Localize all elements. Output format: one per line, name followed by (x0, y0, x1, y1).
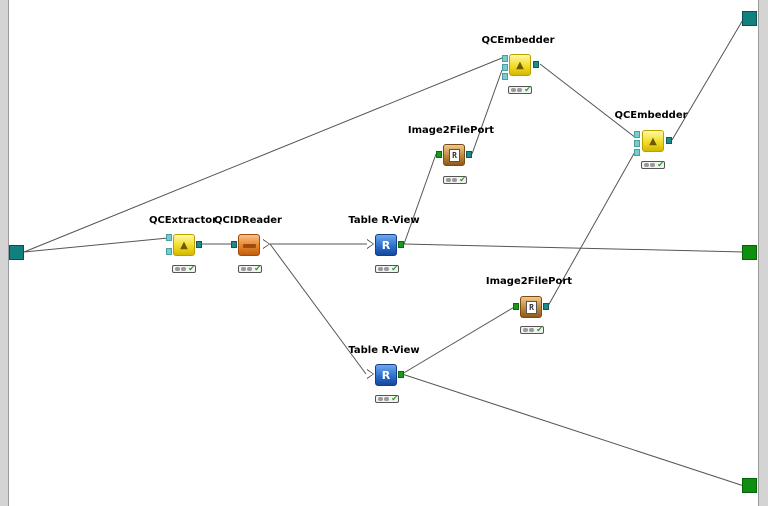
wire (539, 63, 637, 139)
triangle-warning-icon: ▲ (516, 59, 524, 71)
node-status-indicator: ✔ (375, 394, 399, 403)
output-port[interactable] (196, 241, 202, 248)
node-status-indicator: ✔ (443, 175, 467, 184)
node-label-qcembedder: QCEmbedder (481, 35, 555, 46)
workflow-output-port-bottom[interactable] (742, 478, 757, 493)
node-label-table-rview: Table R-View (348, 345, 420, 356)
node-image2fileport[interactable]: R (443, 144, 465, 166)
input-port[interactable] (634, 140, 640, 147)
node-image2fileport[interactable]: R (520, 296, 542, 318)
input-port[interactable] (166, 248, 172, 255)
check-icon: ✔ (391, 394, 398, 403)
input-port[interactable] (634, 131, 640, 138)
output-port[interactable] (666, 137, 672, 144)
node-status-indicator: ✔ (641, 160, 665, 169)
output-port[interactable] (466, 151, 472, 158)
triangle-warning-icon: ▲ (180, 239, 188, 251)
node-status-indicator: ✔ (375, 264, 399, 273)
input-port[interactable] (502, 55, 508, 62)
wire (269, 243, 367, 375)
node-status-indicator: ✔ (508, 85, 532, 94)
input-port[interactable] (502, 73, 508, 80)
node-label-qcidreader: QCIDReader (214, 215, 282, 226)
output-port-fill (263, 240, 269, 248)
output-port[interactable] (398, 371, 404, 378)
input-port[interactable] (436, 151, 442, 158)
wire (403, 153, 437, 245)
wire (23, 57, 503, 253)
node-label-image2fileport: Image2FilePort (407, 125, 495, 136)
wire (401, 373, 745, 487)
canvas-right-border (758, 0, 768, 506)
node-status-indicator: ✔ (238, 264, 262, 273)
workflow-output-port-middle[interactable] (742, 245, 757, 260)
node-status-indicator: ✔ (172, 264, 196, 273)
image-file-icon: R (449, 149, 460, 162)
workflow-input-port[interactable] (9, 245, 24, 260)
input-port[interactable] (231, 241, 237, 248)
check-icon: ✔ (536, 325, 543, 334)
node-qcembedder[interactable]: ▲ (642, 130, 664, 152)
node-label-qcembedder: QCEmbedder (614, 110, 688, 121)
node-qcembedder[interactable]: ▲ (509, 54, 531, 76)
input-port[interactable] (502, 64, 508, 71)
r-logo-icon: R (381, 368, 391, 382)
check-icon: ✔ (657, 160, 664, 169)
input-port[interactable] (166, 234, 172, 241)
workflow-output-port-top[interactable] (742, 11, 757, 26)
check-icon: ✔ (524, 85, 531, 94)
wire (671, 17, 745, 141)
canvas-left-border (0, 0, 9, 506)
wire (403, 243, 745, 253)
node-label-table-rview: Table R-View (348, 215, 420, 226)
check-icon: ✔ (391, 264, 398, 273)
node-table-rview[interactable]: R (375, 234, 397, 256)
wire (471, 69, 503, 155)
check-icon: ✔ (254, 264, 261, 273)
r-logo-icon: R (381, 238, 391, 252)
wire (401, 305, 517, 375)
input-port-fill (367, 240, 373, 248)
input-port[interactable] (634, 149, 640, 156)
output-port[interactable] (543, 303, 549, 310)
check-icon: ✔ (188, 264, 195, 273)
node-label-qcextractor: QCExtractor (148, 215, 218, 226)
node-qcidreader[interactable] (238, 234, 260, 256)
wire (547, 149, 637, 307)
output-port[interactable] (398, 241, 404, 248)
check-icon: ✔ (459, 175, 466, 184)
reader-bar-icon (243, 244, 256, 248)
output-port[interactable] (533, 61, 539, 68)
node-table-rview[interactable]: R (375, 364, 397, 386)
wire (23, 237, 169, 253)
input-port[interactable] (513, 303, 519, 310)
input-port-fill (367, 370, 373, 378)
node-label-image2fileport: Image2FilePort (485, 276, 573, 287)
node-status-indicator: ✔ (520, 325, 544, 334)
triangle-warning-icon: ▲ (649, 135, 657, 147)
node-qcextractor[interactable]: ▲ (173, 234, 195, 256)
image-file-icon: R (526, 301, 537, 314)
